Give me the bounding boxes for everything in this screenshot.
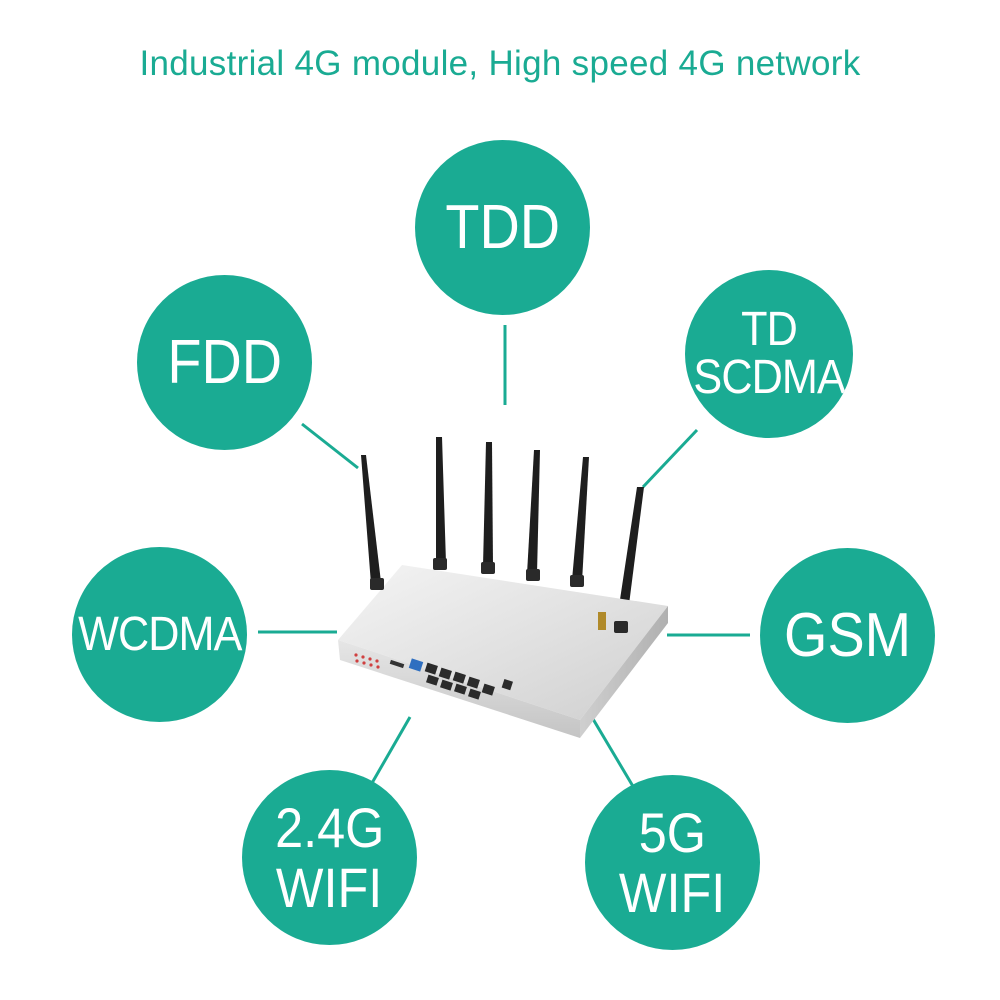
bubble-wifi24-line2: WIFI [276,855,383,919]
antenna-icon [572,457,589,582]
connector-fdd [301,422,359,470]
bubble-fdd-text: FDD [167,327,282,397]
bubble-wcdma: WCDMA [72,547,247,722]
bubble-fdd: FDD [137,275,312,450]
bubble-wifi5: 5G WIFI [585,775,760,950]
antenna-icon [436,437,446,563]
headline: Industrial 4G module, High speed 4G netw… [139,44,861,83]
connector-tdscdma [641,428,699,489]
router-top [338,565,668,720]
bubble-wifi5-line2: WIFI [619,860,726,924]
bubble-wifi24-line1: 2.4G [274,795,385,859]
bubble-tdscdma: TD SCDMA [685,270,853,438]
connector-wifi5 [591,718,636,789]
bubble-gsm-text: GSM [783,600,912,670]
ethernet-ports [424,662,495,700]
antenna-icon [361,455,381,584]
sma-connector [598,612,606,630]
antenna-icon [527,450,540,574]
bubble-tdscdma-line1: TD [741,303,798,356]
reset-button [501,678,513,691]
bubble-gsm: GSM [760,548,935,723]
antenna-icons [361,437,644,628]
bubble-tdscdma-line2: SCDMA [693,351,845,404]
router-side [580,606,668,738]
bubble-tdd: TDD [415,140,590,315]
antenna-icon [483,442,493,566]
bubble-wifi24: 2.4G WIFI [242,770,417,945]
usb-port [408,658,424,672]
connector-wifi24 [366,716,412,791]
bubble-tdd-text: TDD [445,192,560,262]
bubble-wifi5-line1: 5G [638,800,707,864]
antenna-icon [616,487,644,628]
sim-slot [389,659,405,669]
status-leds [354,653,380,669]
bubble-wcdma-text: WCDMA [77,607,242,661]
